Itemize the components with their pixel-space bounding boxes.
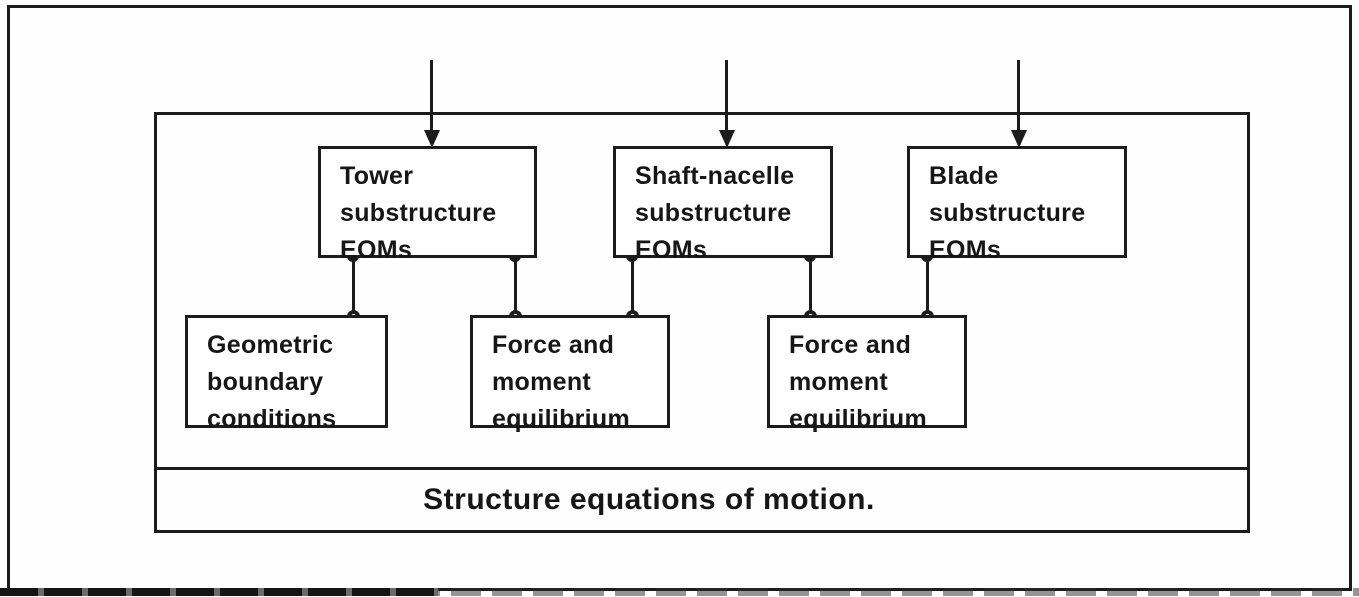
edge-shaft-force1 (631, 256, 634, 318)
box-label-line: equilibrium (789, 405, 928, 433)
edge-tower-force1 (513, 256, 517, 318)
box-label-line: conditions (207, 405, 337, 433)
box-label-line: EOMs (929, 236, 1002, 264)
box-label-line: moment (789, 368, 889, 396)
box-label-line: Force and (492, 331, 615, 359)
box-label-line: moment (492, 368, 592, 396)
box-label-line: Tower (340, 162, 414, 190)
box-label-line: EOMs (340, 236, 413, 264)
box-label-line: EOMs (635, 236, 708, 264)
structure-eom-container: Structure equations of motion. (154, 112, 1250, 533)
box-label-line: substructure (635, 199, 792, 227)
force-moment-equilibrium-box-1: Force and moment equilibrium (470, 315, 670, 433)
box-label-line: Shaft-nacelle (635, 162, 795, 190)
edge-shaft-force2 (808, 256, 812, 318)
blade-substructure-eoms-box: Blade substructure EOMs (907, 146, 1127, 264)
footer-band: Structure equations of motion. (157, 467, 1247, 530)
box-label-line: Geometric (207, 331, 334, 359)
edge-tower-geometric (351, 256, 355, 318)
input-arrow-head-blade-icon (1011, 130, 1027, 148)
diagram-title: Structure equations of motion. (423, 483, 875, 516)
input-arrow-shaft-shaft-nacelle (725, 60, 728, 134)
box-label-line: equilibrium (492, 405, 631, 433)
shaft-nacelle-substructure-eoms-box: Shaft-nacelle substructure EOMs (613, 146, 833, 264)
input-arrow-head-shaft-nacelle-icon (719, 130, 735, 148)
geometric-boundary-conditions-box: Geometric boundary conditions (185, 315, 388, 433)
box-label-line: Force and (789, 331, 912, 359)
scan-artifact-bottom-edge (0, 588, 1359, 596)
tower-substructure-eoms-box: Tower substructure EOMs (318, 146, 537, 264)
edge-blade-force2 (925, 256, 929, 318)
input-arrow-shaft-blade (1017, 60, 1020, 134)
force-moment-equilibrium-box-2: Force and moment equilibrium (767, 315, 967, 433)
scan-artifact-bottom-edge-dark (0, 588, 438, 596)
box-label-line: boundary (207, 368, 324, 396)
input-arrow-head-tower-icon (424, 130, 440, 148)
box-label-line: substructure (929, 199, 1086, 227)
box-label-line: Blade (929, 162, 999, 190)
box-label-line: substructure (340, 199, 497, 227)
input-arrow-shaft-tower (430, 60, 433, 134)
